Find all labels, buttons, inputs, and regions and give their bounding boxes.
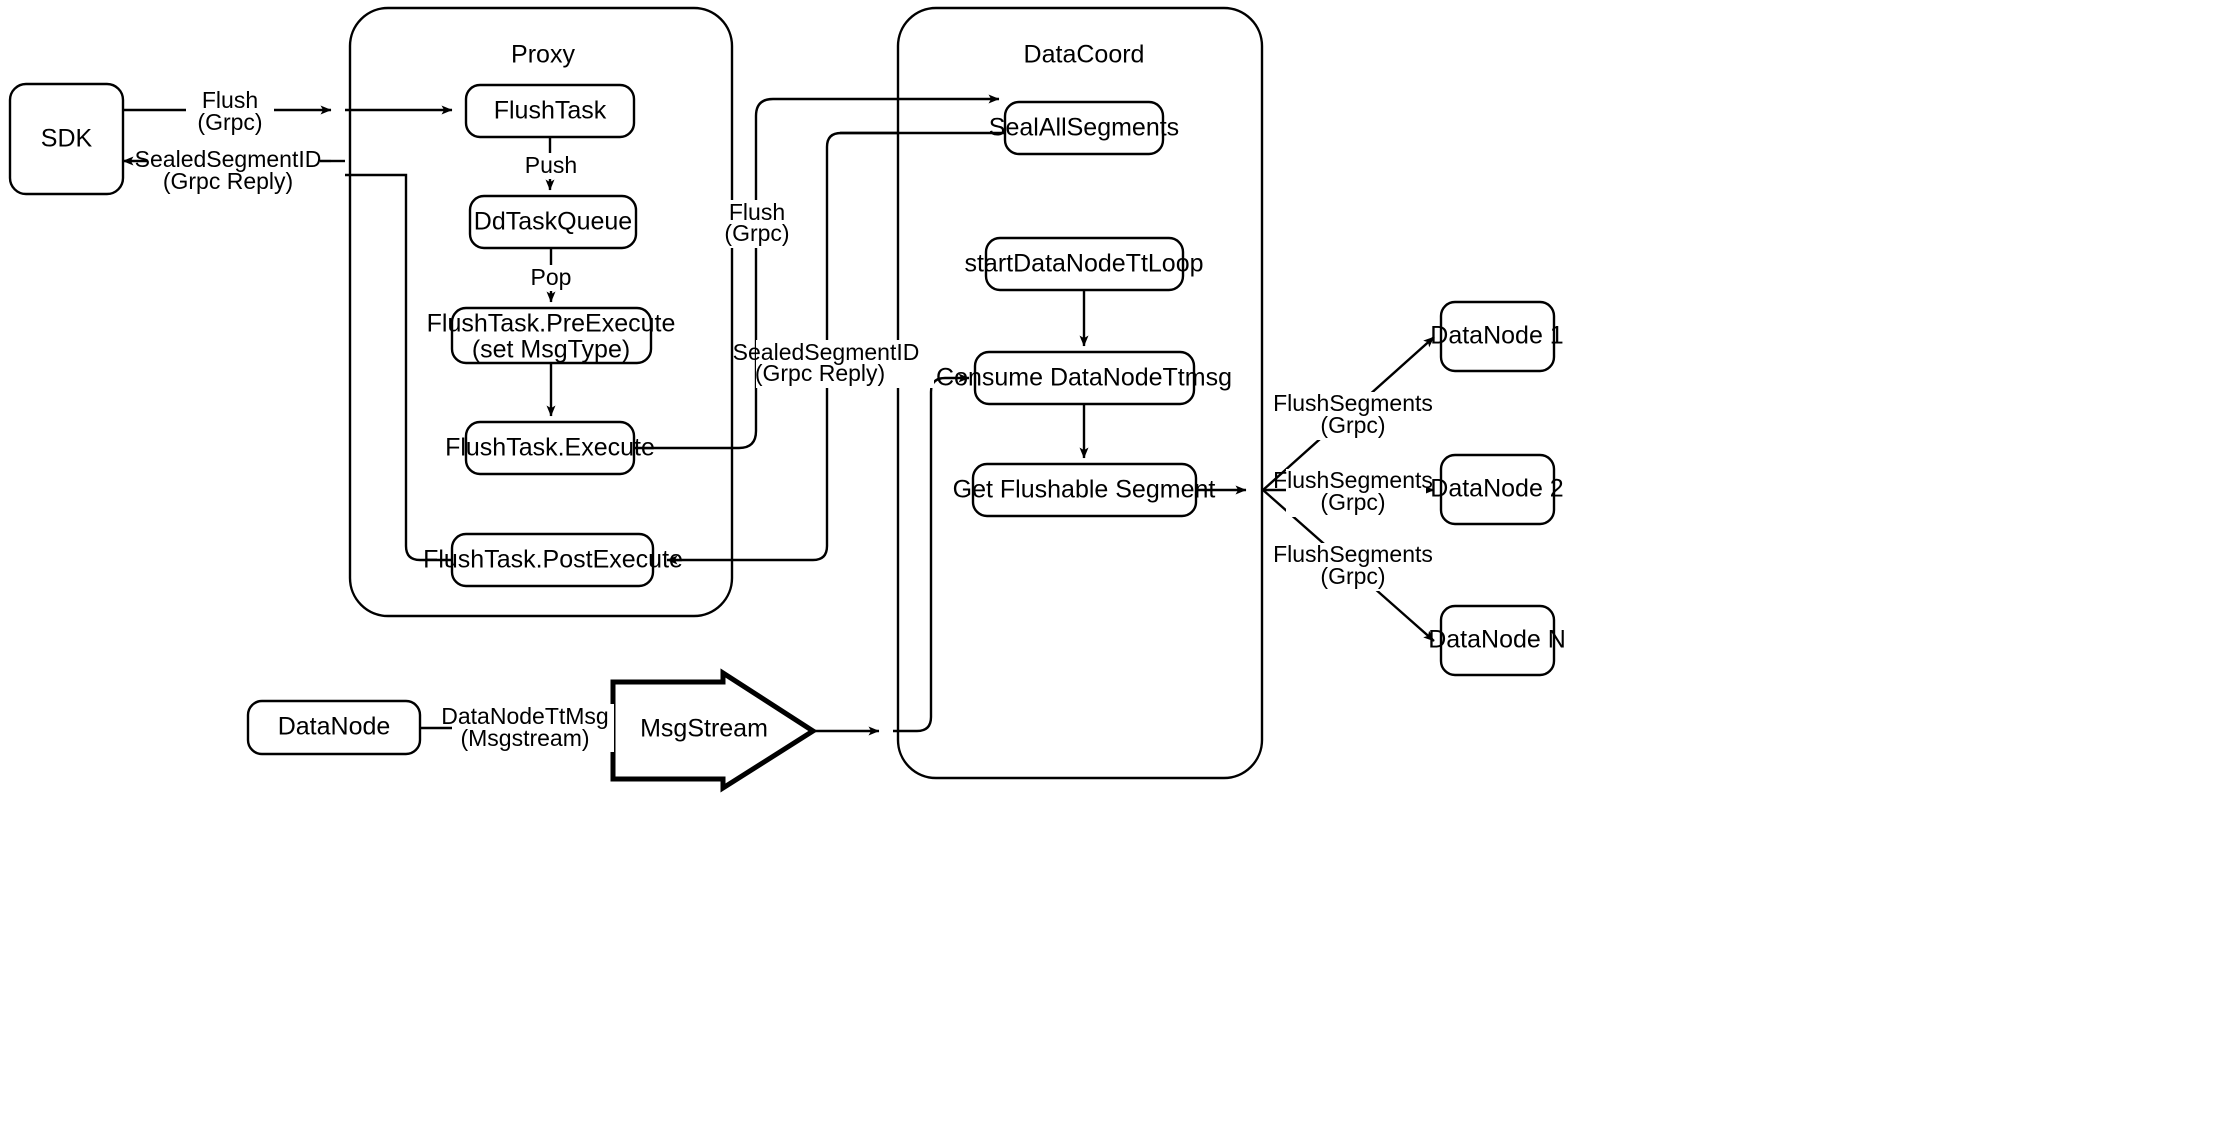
- edge-label-bg-3: [722, 200, 796, 248]
- sdk-box[interactable]: [8, 82, 125, 196]
- postexecute-label: FlushTask.PostExecute: [423, 546, 683, 574]
- node-sdk[interactable]: SDK: [8, 82, 125, 196]
- edge-label-flush-grpc-2: Flush: [729, 199, 785, 225]
- proxy-container-label: Proxy: [511, 41, 575, 69]
- edge-label-flushsegments-3b: (Grpc): [1320, 563, 1385, 589]
- flushtask-box[interactable]: [464, 83, 636, 139]
- postexecute-box[interactable]: [450, 532, 655, 588]
- datanode-1-box[interactable]: [1439, 300, 1556, 373]
- edge-label-datanode-to-msgstream: DataNodeTtMsg (Msgstream): [441, 703, 614, 752]
- edge-label-push-text: Push: [525, 152, 577, 178]
- sealallsegments-box[interactable]: [1003, 100, 1165, 156]
- node-preexecute[interactable]: FlushTask.PreExecute (set MsgType): [427, 306, 676, 365]
- get-flushable-segment-box[interactable]: [971, 462, 1198, 518]
- sdk-label: SDK: [41, 125, 93, 153]
- edge-label-bg-6: [1286, 392, 1426, 440]
- edge-label-bg-4: [756, 340, 934, 388]
- edge-label-flush-datanoden: FlushSegments (Grpc): [1273, 541, 1433, 591]
- datanode-2-box[interactable]: [1439, 453, 1556, 526]
- edge-label-flushsegments-1b: (Grpc): [1320, 412, 1385, 438]
- edge-label-bg-pop: [526, 265, 576, 291]
- ddtaskqueue-label: DdTaskQueue: [474, 208, 632, 236]
- edge-label-flushsegments-3: FlushSegments: [1273, 541, 1433, 567]
- edge-label-push: Push: [522, 152, 580, 179]
- msgstream-arrow-shape[interactable]: [610, 668, 818, 793]
- flushtask-label: FlushTask: [494, 97, 607, 125]
- edge-label-sealedsegmentid-2b: (Grpc Reply): [755, 360, 885, 386]
- node-sealallsegments[interactable]: SealAllSegments: [989, 100, 1179, 156]
- edge-label-datanodettmsg: DataNodeTtMsg: [441, 703, 608, 729]
- node-ddtaskqueue[interactable]: DdTaskQueue: [468, 194, 638, 250]
- msgstream-label: MsgStream: [640, 715, 768, 743]
- node-flushtask[interactable]: FlushTask: [464, 83, 636, 139]
- edge-postexecute-rail: [345, 173, 452, 562]
- datanode-1-label: DataNode 1: [1430, 322, 1563, 350]
- edge-label-flush-grpc-1b: (Grpc): [197, 109, 262, 135]
- edge-label-flush-datanode2: FlushSegments (Grpc): [1273, 467, 1433, 517]
- datanode-2-label: DataNode 2: [1430, 475, 1563, 503]
- edge-label-bg-push: [522, 153, 580, 179]
- edge-label-pop: Pop: [526, 264, 576, 291]
- node-datanode-2[interactable]: DataNode 2: [1430, 453, 1564, 526]
- edge-label-sdk-to-proxy: Flush (Grpc): [186, 87, 274, 136]
- edge-label-flush-grpc-1: Flush: [202, 87, 258, 113]
- edge-label-flushsegments-2b: (Grpc): [1320, 489, 1385, 515]
- startdatanodettloop-box[interactable]: [984, 236, 1185, 292]
- edge-label-proxy-to-sdk: SealedSegmentID (Grpc Reply): [135, 146, 322, 194]
- node-execute[interactable]: FlushTask.Execute: [445, 420, 655, 476]
- edge-label-bg-5: [452, 704, 614, 752]
- node-postexecute[interactable]: FlushTask.PostExecute: [423, 532, 683, 588]
- get-flushable-segment-label: Get Flushable Segment: [953, 476, 1216, 504]
- edge-label-bg-2: [148, 146, 320, 194]
- consume-datanodettmsg-box[interactable]: [973, 350, 1196, 406]
- startdatanodettloop-label: startDataNodeTtLoop: [964, 250, 1203, 278]
- preexecute-label-2: (set MsgType): [472, 336, 630, 364]
- edge-label-proxy-to-datacoord: Flush (Grpc): [722, 199, 796, 248]
- node-consume-datanodettmsg[interactable]: Consume DataNodeTtmsg: [936, 350, 1232, 406]
- edge-label-sealedsegmentid-1b: (Grpc Reply): [163, 168, 293, 194]
- execute-box[interactable]: [464, 420, 636, 476]
- edge-label-flush-grpc-2b: (Grpc): [724, 220, 789, 246]
- edge-label-flush-datanode1: FlushSegments (Grpc): [1273, 390, 1433, 440]
- node-datanode-1[interactable]: DataNode 1: [1430, 300, 1564, 373]
- edge-label-datacoord-to-proxy: SealedSegmentID (Grpc Reply): [733, 339, 934, 388]
- sealallsegments-label: SealAllSegments: [989, 114, 1179, 142]
- edge-label-sealedsegmentid-2: SealedSegmentID: [733, 339, 920, 365]
- preexecute-label: FlushTask.PreExecute: [427, 310, 676, 338]
- consume-datanodettmsg-label: Consume DataNodeTtmsg: [936, 364, 1232, 392]
- node-msgstream[interactable]: MsgStream: [610, 668, 818, 793]
- datanode-source-box[interactable]: [246, 699, 422, 756]
- edge-msgstream-to-datacoord: [813, 373, 970, 736]
- edge-label-flushsegments-2: FlushSegments: [1273, 467, 1433, 493]
- edge-label-pop-text: Pop: [531, 264, 572, 290]
- edge-label-bg-7: [1286, 469, 1426, 517]
- datanode-source-label: DataNode: [278, 713, 391, 741]
- edge-execute-to-datacoord-rail: [634, 97, 879, 450]
- datanode-n-label: DataNode N: [1428, 626, 1566, 654]
- edge-msgstream-rail-up: [893, 373, 970, 733]
- edge-label-datanodettmsg-b: (Msgstream): [460, 725, 589, 751]
- node-datanode-source[interactable]: DataNode: [246, 699, 422, 756]
- preexecute-box[interactable]: [450, 306, 653, 365]
- node-get-flushable-segment[interactable]: Get Flushable Segment: [953, 462, 1216, 518]
- node-datanode-n[interactable]: DataNode N: [1428, 604, 1566, 677]
- datanode-n-box[interactable]: [1439, 604, 1556, 677]
- node-startdatanodettloop[interactable]: startDataNodeTtLoop: [964, 236, 1204, 292]
- edge-proxy-to-datacoord: [634, 94, 1000, 450]
- ddtaskqueue-box[interactable]: [468, 194, 638, 250]
- datacoord-container-label: DataCoord: [1024, 41, 1145, 69]
- edge-label-flushsegments-1: FlushSegments: [1273, 390, 1433, 416]
- edge-label-bg-1: [186, 88, 274, 136]
- edge-label-sealedsegmentid-1: SealedSegmentID: [135, 146, 322, 172]
- edge-label-bg-8: [1286, 543, 1426, 591]
- execute-label: FlushTask.Execute: [445, 434, 655, 462]
